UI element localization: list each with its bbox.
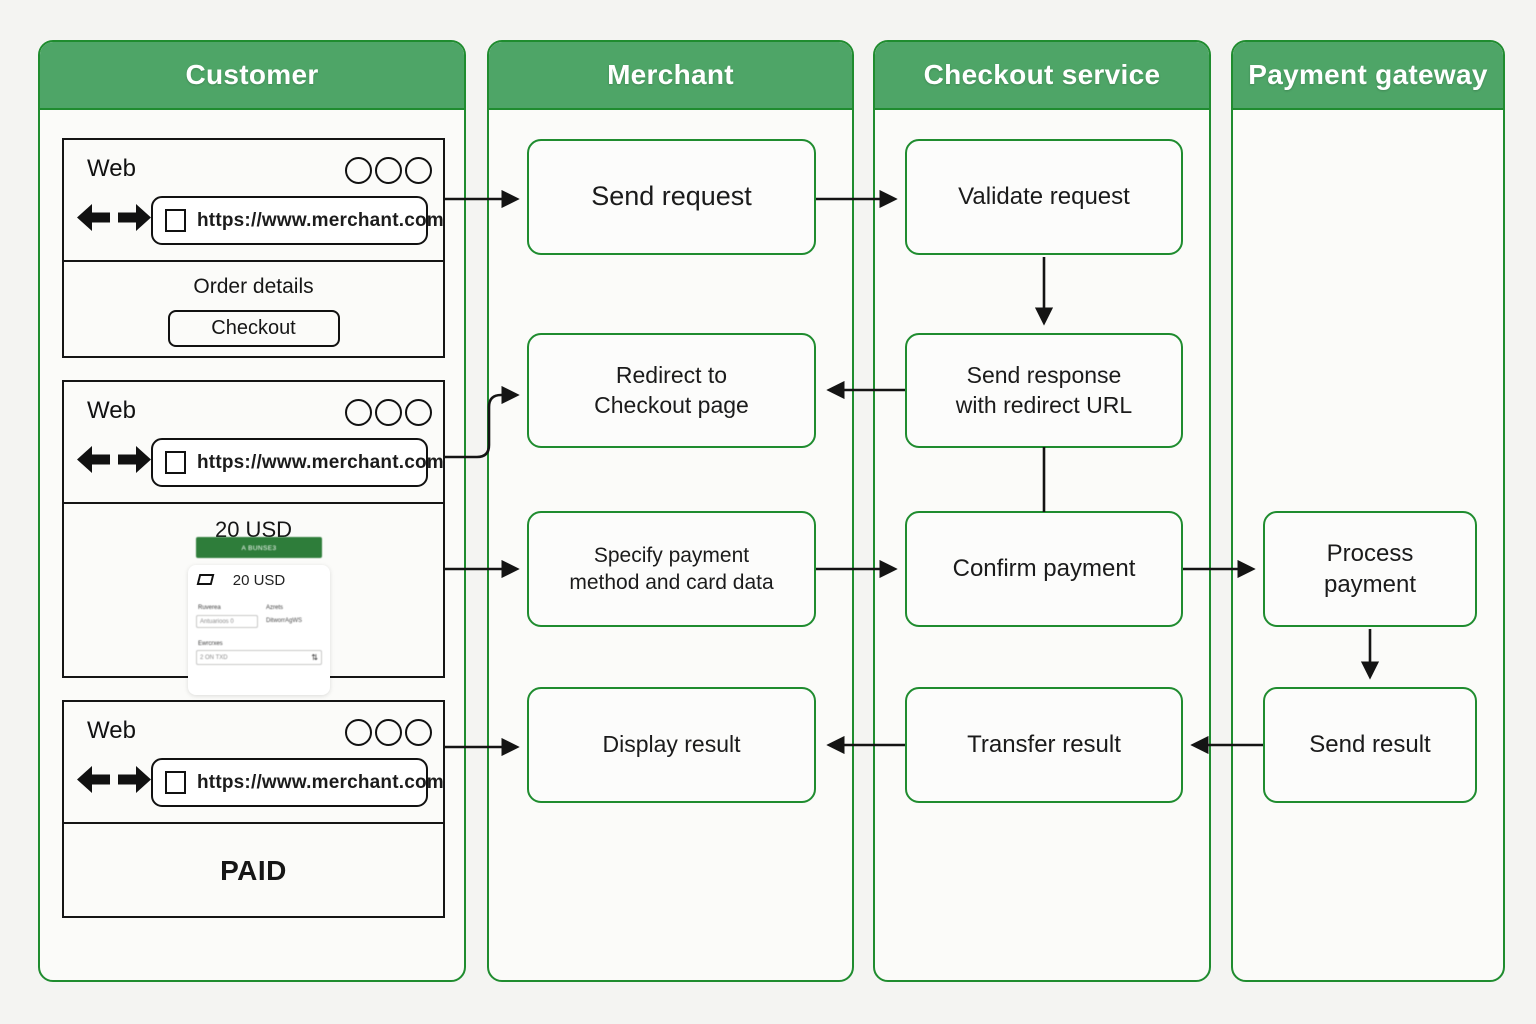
forward-arrow-icon[interactable] xyxy=(117,204,151,231)
page-icon xyxy=(165,771,186,794)
url-bar[interactable]: https://www.merchant.com xyxy=(151,438,444,487)
card-input-value: 2 ON TXD xyxy=(200,654,228,661)
window-button-icon[interactable] xyxy=(345,399,372,426)
url-bar[interactable]: https://www.merchant.com xyxy=(151,196,444,245)
window-button-icon[interactable] xyxy=(405,719,432,746)
step-redirect-to-checkout-page: Redirect to Checkout page xyxy=(527,333,816,448)
browser-title: Web xyxy=(87,717,136,744)
window-buttons xyxy=(345,719,432,746)
url-text: https://www.merchant.com xyxy=(197,771,444,793)
url-text: https://www.merchant.com xyxy=(197,209,444,231)
back-arrow-icon[interactable] xyxy=(77,446,111,473)
step-confirm-payment: Confirm payment xyxy=(905,511,1183,627)
step-send-response-redirect-url: Send response with redirect URL xyxy=(905,333,1183,448)
step-send-request: Send request xyxy=(527,139,816,255)
step-process-payment: Process payment xyxy=(1263,511,1477,627)
forward-arrow-icon[interactable] xyxy=(117,766,151,793)
url-text: https://www.merchant.com xyxy=(197,451,444,473)
step-transfer-result: Transfer result xyxy=(905,687,1183,803)
step-specify-payment-method: Specify payment method and card data xyxy=(527,511,816,627)
window-buttons xyxy=(345,157,432,184)
card-field-label: Ewrcrxes xyxy=(198,641,223,647)
checkout-button[interactable]: Checkout xyxy=(167,310,340,347)
card-field-label: Ruverea xyxy=(198,605,221,611)
card-field-value: DitworrAgWS xyxy=(266,618,303,624)
back-arrow-icon[interactable] xyxy=(77,204,111,231)
card-input[interactable]: 2 ON TXD ⇅ xyxy=(196,650,322,665)
window-button-icon[interactable] xyxy=(375,399,402,426)
page-icon xyxy=(165,451,186,474)
window-buttons xyxy=(345,399,432,426)
lane-customer-header: Customer xyxy=(40,42,464,110)
browser-title: Web xyxy=(87,155,136,182)
browser-toolbar: Web https://www.merchant.com xyxy=(64,382,444,504)
paid-status-label: PAID xyxy=(220,855,287,886)
page-icon xyxy=(165,209,186,232)
lane-payment-gateway-header: Payment gateway xyxy=(1233,42,1503,110)
stepper-icon[interactable]: ⇅ xyxy=(311,652,318,662)
browser-content: 20 USD 20 USD Ruverea Azrets Antuarioos … xyxy=(64,517,443,695)
forward-arrow-icon[interactable] xyxy=(117,446,151,473)
window-button-icon[interactable] xyxy=(375,157,402,184)
browser-window-paid: Web https://www.merchant.com PAID xyxy=(62,700,445,918)
browser-window-order: Web https://www.merchant.com Order detai… xyxy=(62,138,445,358)
nav-arrows xyxy=(77,446,151,473)
lane-checkout-service-header: Checkout service xyxy=(875,42,1209,110)
browser-window-payment: Web https://www.merchant.com 20 USD 20 U… xyxy=(62,380,445,695)
window-button-icon[interactable] xyxy=(345,157,372,184)
card-input[interactable]: Antuarioos 0 xyxy=(196,615,258,628)
back-arrow-icon[interactable] xyxy=(77,766,111,793)
nav-arrows xyxy=(77,766,151,793)
step-validate-request: Validate request xyxy=(905,139,1183,255)
pay-button[interactable]: A BUNSE3 xyxy=(196,537,322,558)
url-bar[interactable]: https://www.merchant.com xyxy=(151,758,444,807)
browser-content: PAID xyxy=(64,855,443,887)
window-button-icon[interactable] xyxy=(405,399,432,426)
browser-toolbar: Web https://www.merchant.com xyxy=(64,140,444,262)
browser-title: Web xyxy=(87,397,136,424)
browser-toolbar: Web https://www.merchant.com xyxy=(64,702,444,824)
lane-merchant-header: Merchant xyxy=(489,42,852,110)
window-button-icon[interactable] xyxy=(345,719,372,746)
window-button-icon[interactable] xyxy=(375,719,402,746)
browser-content: Order details Checkout xyxy=(64,275,443,347)
order-details-label: Order details xyxy=(193,275,314,298)
window-button-icon[interactable] xyxy=(405,157,432,184)
step-display-result: Display result xyxy=(527,687,816,803)
nav-arrows xyxy=(77,204,151,231)
card-amount: 20 USD xyxy=(232,572,286,589)
card-field-label: Azrets xyxy=(266,605,284,611)
payment-widget-card: 20 USD Ruverea Azrets Antuarioos 0 Ditwo… xyxy=(188,537,330,695)
step-send-result: Send result xyxy=(1263,687,1477,803)
